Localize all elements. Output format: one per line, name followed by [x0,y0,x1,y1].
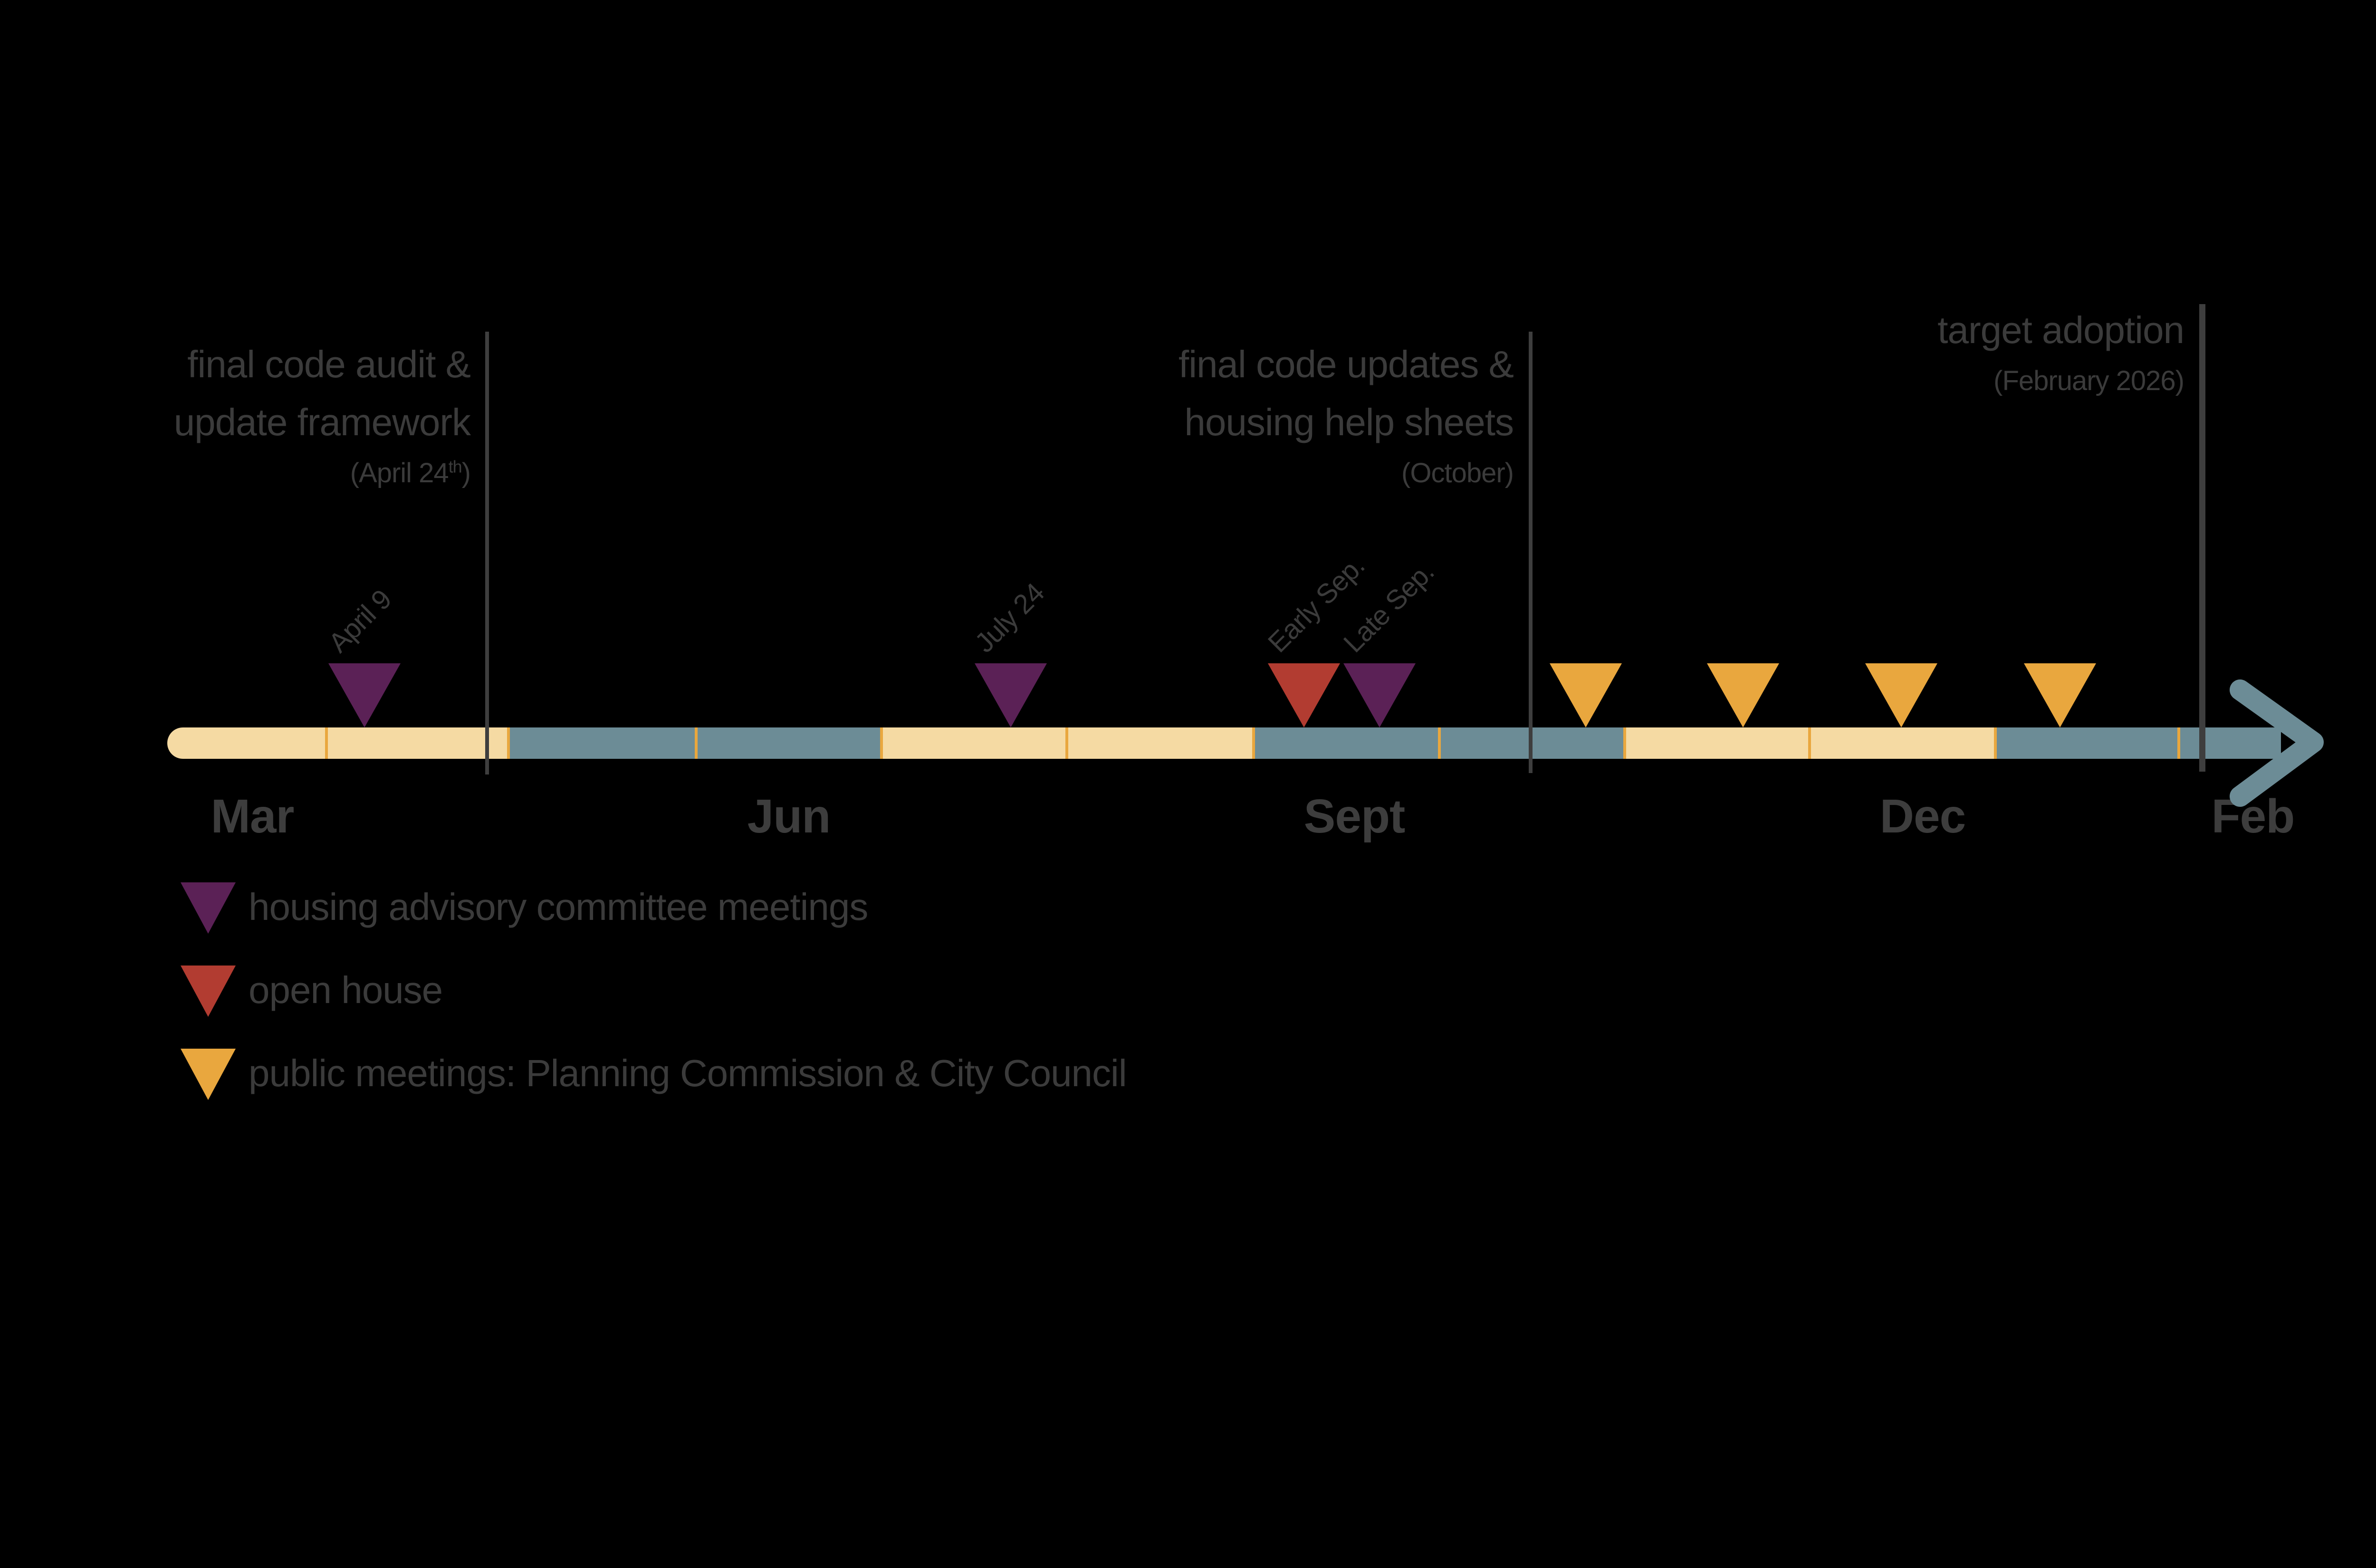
annotation-title-line: final code audit & [187,343,471,385]
milestone-triangle-icon [1268,663,1340,727]
month-label: Feb [2211,790,2295,843]
legend-triangle-icon [181,882,236,934]
month-label: Mar [211,790,295,843]
annotation-title-line: final code updates & [1178,343,1514,385]
milestone-triangle-icon [328,663,401,727]
month-tick-divider [1994,727,1997,759]
annotation-title-line: update framework [173,401,471,443]
annotation-title-line: target adoption [1937,309,2184,351]
legend-item-label: housing advisory committee meetings [249,886,868,928]
month-label: Jun [747,790,831,843]
month-tick-divider [695,727,698,759]
annotation-block: final code audit & update framework (Apr… [0,335,471,492]
month-tick-divider [325,727,328,759]
month-label: Sept [1303,790,1406,843]
annotation-date-close: ) [461,458,471,488]
month-tick-divider [1808,727,1811,759]
annotation-rule-line [485,332,489,774]
annotation-date-text: (April 24 [350,458,449,488]
annotation-date: (February 2026) [1376,362,2184,400]
milestone-triangle-icon [975,663,1047,727]
annotation-block: target adoption (February 2026) [1376,301,2184,400]
annotation-block: final code updates & housing help sheets… [706,335,1514,492]
annotation-title-line: housing help sheets [1184,401,1514,443]
legend-item-label: open house [249,969,443,1011]
month-tick-divider [2177,727,2180,759]
legend-triangle-icon [181,966,236,1017]
annotation-date-text: (February 2026) [1993,365,2184,396]
annotation-rule-line [2199,304,2205,772]
month-tick-divider [1438,727,1441,759]
month-tick-divider [880,727,883,759]
month-tick-divider [1252,727,1255,759]
annotation-rule-line [1529,332,1533,773]
timeline-segment [1995,727,2281,759]
milestone-triangle-icon [1550,663,1622,727]
milestone-triangle-icon [1343,663,1416,727]
legend-triangle-icon [181,1049,236,1100]
timeline-segment [167,727,508,759]
milestone-triangle-icon [1865,663,1937,727]
milestone-triangle-icon [2024,663,2096,727]
annotation-date-text: (October) [1401,458,1514,488]
annotation-date-superscript: th [448,457,462,477]
annotation-date: (April 24th) [0,454,471,492]
month-tick-divider [507,727,510,759]
milestone-triangle-icon [1707,663,1779,727]
timeline-arrowhead-icon [2230,679,2324,807]
month-label: Dec [1879,790,1966,843]
month-tick-divider [1065,727,1068,759]
legend-item-label: public meetings: Planning Commission & C… [249,1052,1127,1094]
annotation-date: (October) [706,454,1514,492]
month-tick-divider [1623,727,1626,759]
